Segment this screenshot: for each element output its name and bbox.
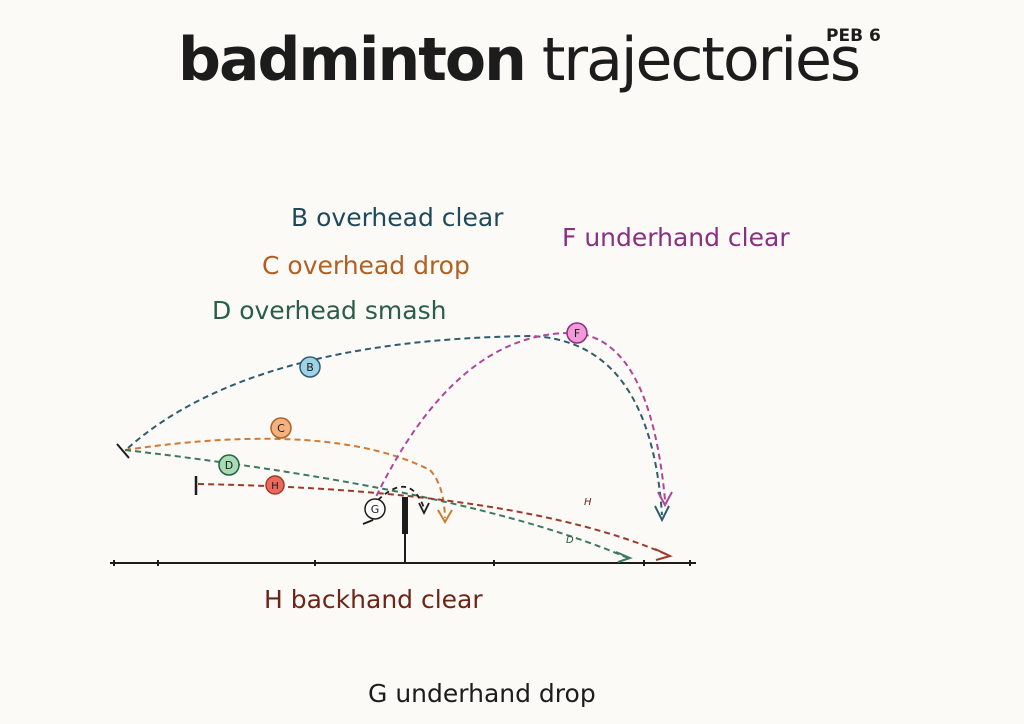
marker-c: C	[270, 417, 292, 439]
marker-g: G	[364, 498, 386, 520]
page-title: badminton trajectories	[178, 30, 861, 90]
legend-label-f: F underhand clear	[562, 223, 790, 252]
trajectory-c	[124, 437, 446, 519]
trajectory-f	[371, 331, 666, 506]
marker-d: D	[218, 454, 240, 476]
racket-overhead	[116, 443, 130, 459]
legend-label-b: B overhead clear	[291, 203, 504, 232]
racket-underhand	[362, 519, 374, 525]
title-light: trajectories	[541, 25, 861, 95]
end-mark-d: D	[566, 535, 574, 546]
arrow-c-icon	[437, 509, 453, 524]
page-code: PEB 6	[826, 26, 881, 46]
court-ticks	[113, 560, 691, 566]
trajectory-h	[197, 483, 669, 556]
legend-label-d: D overhead smash	[212, 296, 447, 325]
marker-d-text: D	[225, 459, 233, 472]
marker-h-text: H	[271, 481, 279, 492]
title-bold: badminton	[178, 25, 527, 95]
marker-g-text: G	[371, 503, 380, 516]
legend-label-g: G underhand drop	[368, 679, 596, 708]
arrow-b-icon	[654, 505, 670, 523]
marker-c-text: C	[277, 422, 285, 435]
marker-b: B	[299, 356, 321, 378]
marker-f-text: F	[574, 327, 580, 340]
end-mark-h: H	[584, 497, 592, 508]
marker-h: H	[265, 475, 285, 495]
arrow-f-icon	[657, 491, 673, 508]
marker-f: F	[566, 322, 588, 344]
arrow-h-icon	[654, 548, 673, 561]
legend-label-c: C overhead drop	[262, 251, 470, 280]
marker-b-text: B	[306, 361, 314, 374]
trajectory-g	[377, 485, 425, 509]
arrow-d-icon	[615, 551, 633, 563]
arrow-g-icon	[418, 502, 430, 516]
net	[402, 497, 408, 534]
legend-label-h: H backhand clear	[264, 585, 483, 614]
